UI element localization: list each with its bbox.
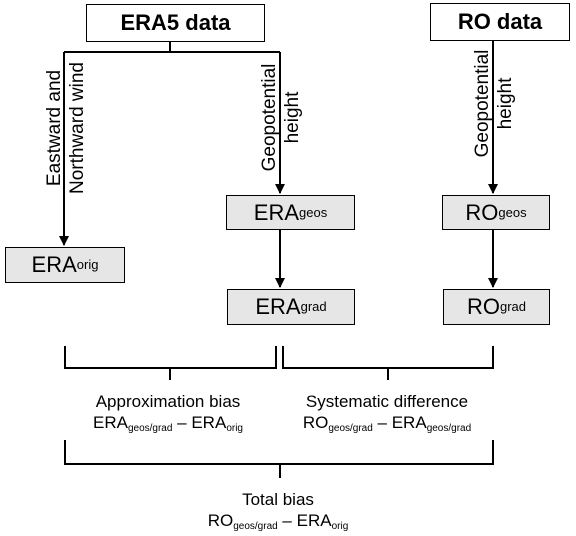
- bracket-systematic-difference: [282, 346, 494, 369]
- ro-data-label: RO data: [457, 9, 543, 34]
- formula-term: ERA: [391, 413, 427, 432]
- total-bias-caption: Total bias ROgeos/grad – ERAorig: [150, 489, 406, 532]
- ro-grad-base: RO: [466, 294, 500, 319]
- formula-subscript: geos/grad: [426, 423, 472, 434]
- ro-geopotential-edge-label: Geopotential height: [471, 41, 517, 166]
- formula-subscript: orig: [331, 521, 349, 532]
- systematic-difference-caption: Systematic difference ROgeos/grad – ERAg…: [279, 391, 495, 434]
- formula-term: RO: [207, 511, 234, 530]
- ro-geopotential-line1: Geopotential: [472, 49, 493, 158]
- era5-data-box: ERA5 data: [86, 4, 265, 42]
- ro-data-box: RO data: [430, 3, 570, 41]
- approximation-bias-caption: Approximation bias ERAgeos/grad – ERAori…: [60, 391, 276, 434]
- formula-term: ERA: [296, 511, 332, 530]
- formula-term: ERA: [92, 413, 128, 432]
- total-bias-title: Total bias: [242, 490, 314, 509]
- era-geopotential-edge-label: Geopotential height: [258, 55, 304, 180]
- formula-term: RO: [302, 413, 329, 432]
- bracket-total-bias: [64, 440, 494, 465]
- wind-edge-label: Eastward and Northward wind: [43, 58, 89, 198]
- formula-subscript: orig: [226, 423, 243, 434]
- wind-edge-label-line2: Northward wind: [67, 62, 88, 194]
- era5-data-label: ERA5 data: [120, 10, 231, 35]
- ro-geopotential-line2: height: [495, 77, 516, 130]
- era-orig-base: ERA: [31, 252, 77, 277]
- formula-subscript: geos/grad: [328, 423, 373, 434]
- approximation-bias-title: Approximation bias: [95, 392, 241, 411]
- era-grad-base: ERA: [255, 294, 301, 319]
- formula-subscript: geos/grad: [127, 423, 173, 434]
- formula-operator: –: [277, 511, 297, 530]
- ro-geos-base: RO: [465, 199, 499, 225]
- era-geopotential-line1: Geopotential: [259, 63, 280, 172]
- formula-term: ERA: [191, 413, 227, 432]
- wind-edge-label-line1: Eastward and: [44, 69, 65, 187]
- formula-subscript: geos/grad: [233, 521, 278, 532]
- systematic-difference-title: Systematic difference: [305, 392, 469, 411]
- era-geos-base: ERA: [253, 199, 300, 225]
- formula-operator: –: [172, 413, 192, 432]
- formula-operator: –: [372, 413, 392, 432]
- era-geopotential-line2: height: [282, 91, 303, 144]
- approximation-bias-formula: ERAgeos/grad – ERAorig: [60, 412, 276, 434]
- systematic-difference-formula: ROgeos/grad – ERAgeos/grad: [279, 412, 495, 434]
- total-bias-formula: ROgeos/grad – ERAorig: [150, 510, 406, 532]
- bracket-approximation-bias: [64, 346, 277, 369]
